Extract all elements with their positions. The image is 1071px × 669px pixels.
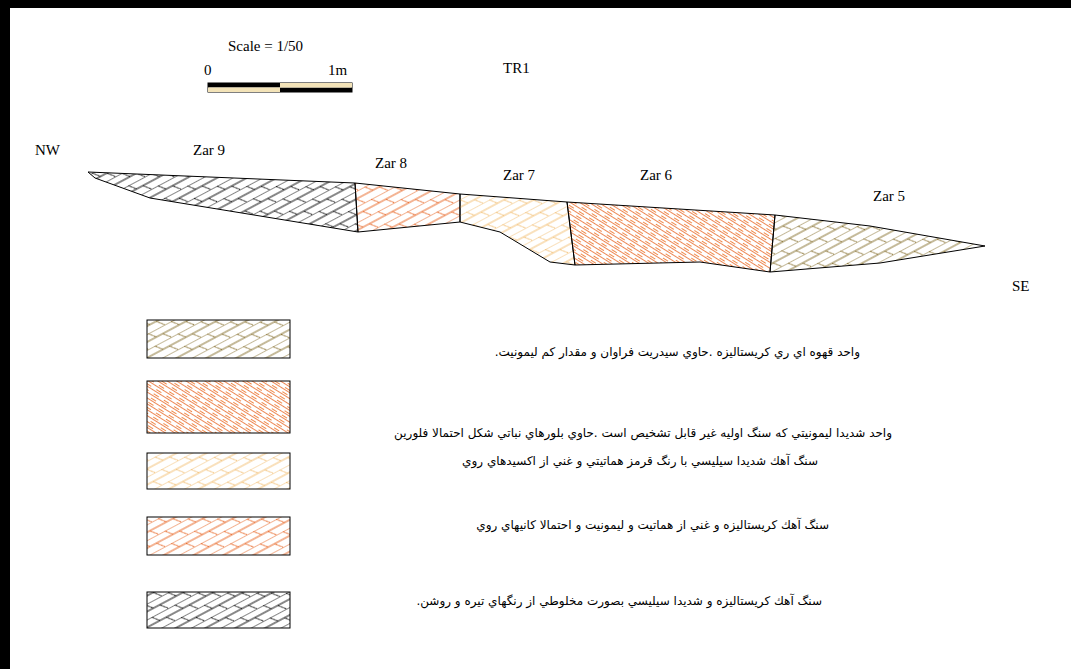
legend-swatch <box>147 320 290 358</box>
legend-text: سنگ آهك شديدا سيليسي با رنگ قرمز هماتيتي… <box>462 454 818 468</box>
scale-tick: 0 <box>204 62 212 79</box>
legend-swatch <box>147 381 290 433</box>
direction-label: NW <box>35 142 60 159</box>
unit-label: Zar 7 <box>503 167 535 184</box>
legend-swatch <box>147 517 290 555</box>
scale-text: Scale = 1/50 <box>228 38 303 55</box>
section-title: TR1 <box>503 60 530 77</box>
legend-text: واحد قهوه اي ري كريستاليزه .حاوي سيدريت … <box>495 345 860 359</box>
unit-label: Zar 9 <box>193 142 225 159</box>
legend-text: واحد شديدا ليمونيتي كه سنگ اوليه غير قاب… <box>394 426 892 440</box>
legend-swatch <box>147 453 290 489</box>
scale-tick: 1m <box>328 62 347 79</box>
legend-swatch <box>147 592 290 628</box>
legend-text: سنگ آهك كريستاليزه و غني از هماتيت و ليم… <box>476 518 829 532</box>
unit-label: Zar 5 <box>873 188 905 205</box>
legend-text: سنگ آهك كريستاليزه و شديدا سيليسي بصورت … <box>416 594 822 608</box>
unit-label: Zar 8 <box>375 155 407 172</box>
unit-label: Zar 6 <box>640 167 672 184</box>
direction-label: SE <box>1012 278 1030 295</box>
